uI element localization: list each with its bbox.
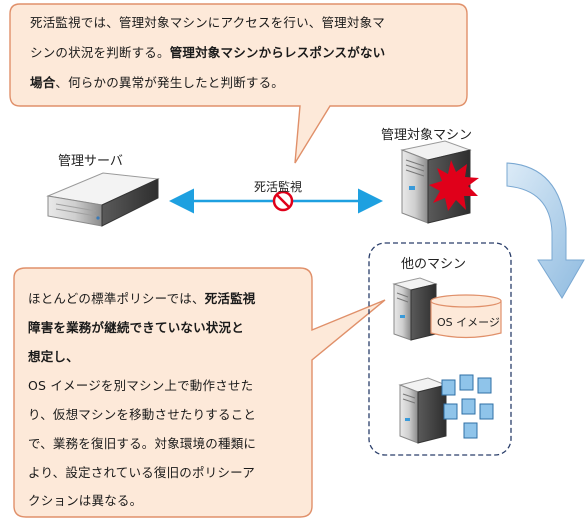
bottom-callout-line-1-bold: 死活監視: [204, 291, 256, 306]
top-callout-line-3-normal: 、何らかの異常が発生したと判断する。: [55, 75, 285, 90]
bottom-callout-balloon: [13, 267, 386, 518]
explosion-icon: [429, 160, 479, 211]
rack-server-icon: [46, 172, 160, 227]
virtual-machine-server-icon: [398, 377, 448, 444]
top-callout-line-3-bold: 場合: [30, 75, 56, 90]
curved-arrow-icon: [506, 162, 585, 299]
top-callout-line-2: シンの状況を判断する。管理対象マシンからレスポンスがない: [30, 40, 385, 65]
top-callout-line-1: 死活監視では、管理対象マシンにアクセスを行い、管理対象マ: [30, 15, 385, 30]
top-callout-balloon: [9, 3, 468, 164]
prohibited-icon: [272, 190, 294, 212]
bottom-callout-line-7: より、設定されている復旧のポリシーア: [28, 465, 255, 480]
heartbeat-label: 死活監視: [254, 180, 303, 194]
bottom-callout-line-8: クションは異なる。: [28, 493, 143, 508]
bottom-callout-line-1-normal: ほとんどの標準ポリシーでは、: [28, 291, 205, 306]
bottom-callout-line-1: ほとんどの標準ポリシーでは、死活監視: [28, 286, 256, 311]
managed-machine-label: 管理対象マシン: [381, 128, 473, 143]
disk-cylinder-icon: [430, 294, 502, 339]
other-machine-label: 他のマシン: [401, 257, 467, 272]
virtual-machine-icon: [441, 374, 494, 439]
bottom-callout-line-3: 想定し、: [28, 349, 79, 364]
top-callout-line-2-normal: シンの状況を判断する。: [30, 45, 170, 60]
top-callout-line-2-bold: 管理対象マシンからレスポンスがない: [169, 45, 386, 60]
management-server-label: 管理サーバ: [58, 154, 123, 169]
bottom-callout-line-6: で、業務を復旧する。対象環境の種類に: [28, 436, 257, 451]
top-callout-line-3: 場合、何らかの異常が発生したと判断する。: [30, 70, 284, 95]
bottom-callout-line-4: OS イメージを別マシン上で動作させた: [28, 378, 254, 393]
os-image-label: OS イメージ: [437, 316, 500, 329]
bottom-callout-line-5: り、仮想マシンを移動させたりすること: [28, 407, 257, 422]
other-machine-group: [368, 242, 512, 456]
tower-server-small-icon: [392, 277, 438, 341]
bottom-callout-line-2: 障害を業務が継続できていない状況と: [28, 320, 244, 335]
